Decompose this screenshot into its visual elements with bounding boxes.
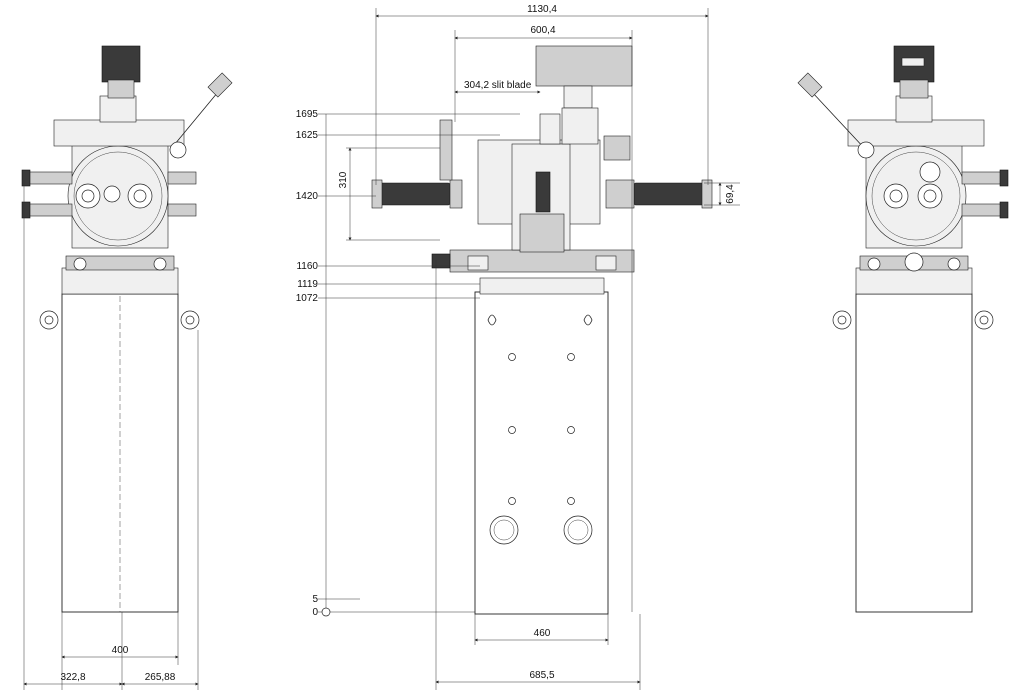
left-view-dimensions <box>23 180 199 690</box>
dim-side-width: 400 <box>112 645 129 656</box>
dim-footprint-width: 685,5 <box>529 670 554 681</box>
dim-overall-width: 1130,4 <box>527 4 557 15</box>
elev-1625: 1625 <box>296 130 319 141</box>
dim-height-window: 310 <box>338 171 349 188</box>
elev-1420: 1420 <box>296 191 319 202</box>
elev-1072: 1072 <box>296 293 319 304</box>
dim-side-right-offset: 265,88 <box>145 672 176 683</box>
dim-side-left-offset: 322,8 <box>60 672 85 683</box>
elev-5: 5 <box>312 594 318 605</box>
elev-1695: 1695 <box>296 109 319 120</box>
left-side-view <box>21 45 233 613</box>
front-view-dimensions <box>318 8 740 690</box>
dim-upper-width: 600,4 <box>530 25 555 36</box>
dim-slit-blade: 304,2 slit blade <box>464 80 532 91</box>
dim-port-height: 69,4 <box>725 184 736 204</box>
front-view <box>371 45 713 615</box>
dim-base-width: 460 <box>534 628 551 639</box>
elev-0: 0 <box>312 607 318 618</box>
right-side-view <box>797 45 1009 613</box>
elev-1160: 1160 <box>296 261 318 272</box>
elev-1119: 1119 <box>297 279 318 290</box>
